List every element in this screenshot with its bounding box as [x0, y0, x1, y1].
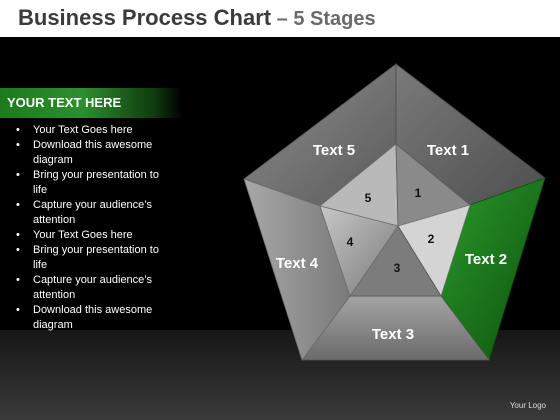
title-bar: Business Process Chart – 5 Stages [0, 0, 560, 37]
logo-placeholder: Your Logo [509, 401, 546, 410]
sidebar-header-text: YOUR TEXT HERE [7, 95, 122, 110]
bullet-list: Your Text Goes here Download this awesom… [14, 123, 174, 333]
bullet-item: Capture your audience’s attention [14, 273, 174, 303]
bullet-item: Your Text Goes here [14, 228, 174, 243]
segment-1-label: Text 1 [427, 142, 469, 159]
slide-title-suffix: – 5 Stages [271, 8, 376, 30]
segment-4-label: Text 4 [276, 255, 319, 272]
bullet-item: Bring your presentation to life [14, 243, 174, 273]
segment-2-number: 2 [428, 232, 435, 246]
bullet-item: Capture your audience’s attention [14, 198, 174, 228]
bullet-item: Your Text Goes here [14, 123, 174, 138]
segment-3-label: Text 3 [372, 326, 414, 343]
segment-2-label: Text 2 [465, 251, 507, 268]
inner-segment-4 [319, 205, 399, 297]
bullet-item: Download this awesome diagram [14, 303, 174, 333]
segment-4-number: 4 [347, 235, 354, 249]
bullet-item: Bring your presentation to life [14, 168, 174, 198]
segment-1-number: 1 [415, 186, 422, 200]
bullet-item: Download this awesome diagram [14, 138, 174, 168]
slide-title-main: Business Process Chart [18, 5, 272, 30]
sidebar-header: YOUR TEXT HERE [0, 88, 182, 118]
segment-3-number: 3 [394, 261, 401, 275]
slide-title: Business Process Chart – 5 Stages [18, 5, 376, 31]
segment-5-label: Text 5 [313, 142, 355, 159]
segment-5-number: 5 [365, 191, 372, 205]
